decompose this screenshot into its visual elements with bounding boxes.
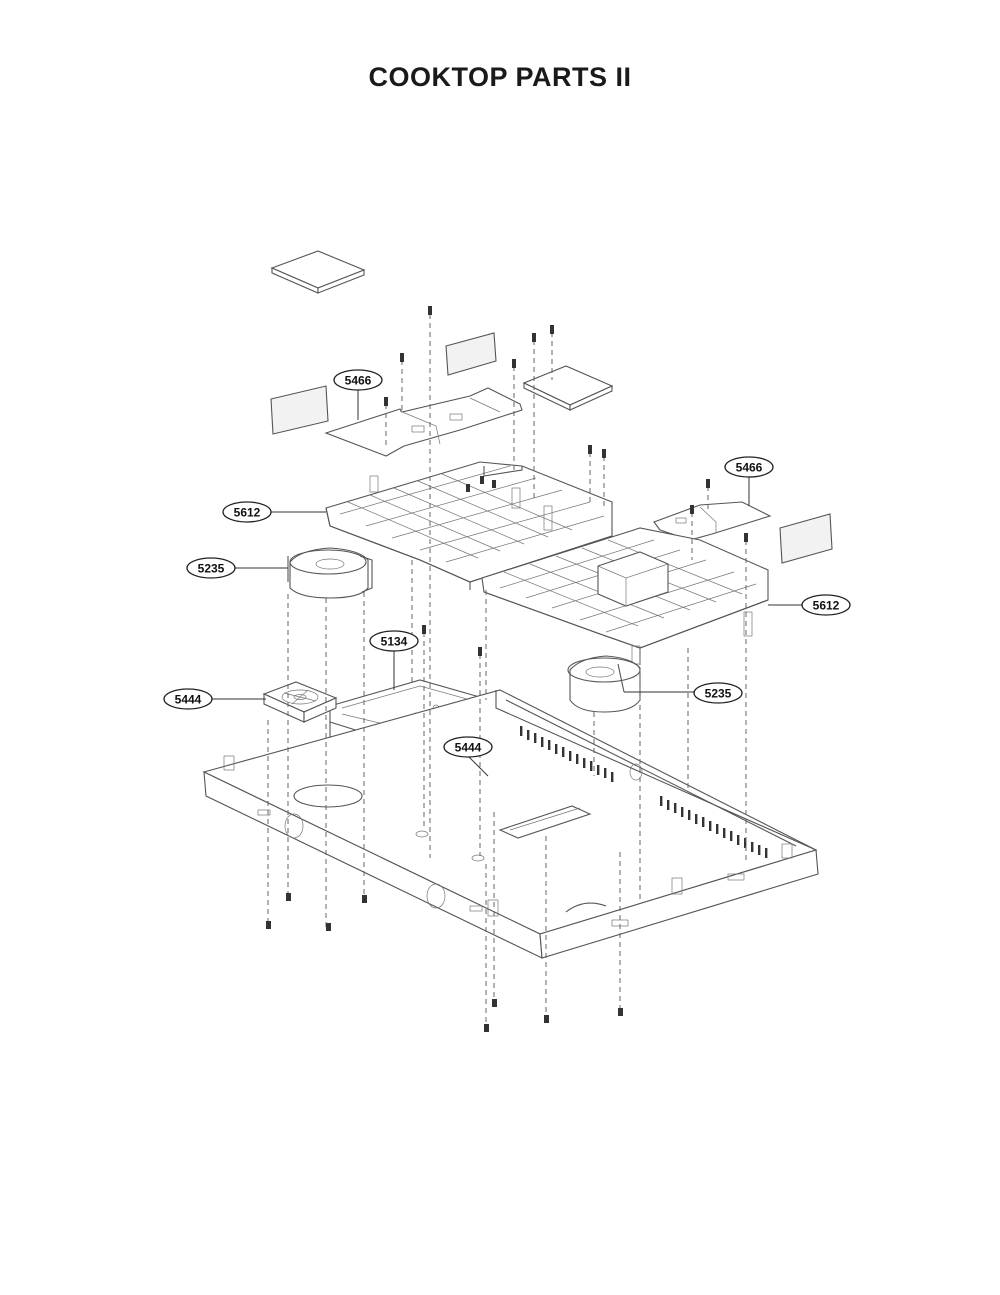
callout-5444-right: 5444 <box>443 736 493 777</box>
callout-5466-left: 5466 <box>333 369 383 420</box>
vent-slots <box>520 726 768 858</box>
bracket-plate-left <box>324 387 523 457</box>
blower-right <box>567 655 641 713</box>
callout-5134: 5134 <box>369 630 419 690</box>
callout-5466-right: 5466 <box>724 456 774 506</box>
fan-left <box>262 681 338 723</box>
side-panel-left <box>270 385 329 435</box>
page-title: COOKTOP PARTS II <box>368 62 632 92</box>
top-panel-c <box>522 365 614 411</box>
callout-5444-left: 5444 <box>163 688 266 710</box>
side-panel-right <box>779 513 833 564</box>
callout-label: 5235 <box>198 562 225 576</box>
callout-label: 5612 <box>234 506 261 520</box>
callout-label: 5612 <box>813 599 840 613</box>
callout-5235-right: 5235 <box>624 682 743 704</box>
callout-label: 5466 <box>345 374 372 388</box>
callout-5612-right: 5612 <box>768 594 851 616</box>
blower-left <box>287 547 373 599</box>
callout-5612-left: 5612 <box>222 501 326 523</box>
base-chassis <box>202 689 819 959</box>
callout-label: 5466 <box>736 461 763 475</box>
assembly-lines <box>267 314 747 1028</box>
callout-label: 5134 <box>381 635 408 649</box>
bracket-plate-right <box>653 501 772 541</box>
callout-label: 5444 <box>455 741 482 755</box>
top-panel-b <box>445 332 497 376</box>
tray-frame-right <box>481 527 769 665</box>
screws <box>266 306 748 1032</box>
callout-label: 5235 <box>705 687 732 701</box>
callout-5235-left: 5235 <box>186 557 288 579</box>
callout-label: 5444 <box>175 693 202 707</box>
top-panel-a <box>270 250 366 294</box>
